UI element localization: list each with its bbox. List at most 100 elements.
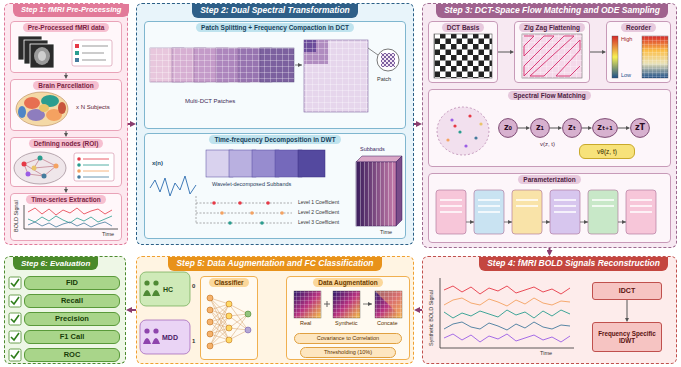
neural-network-icon bbox=[210, 298, 248, 346]
coefficient-tree bbox=[260, 221, 264, 225]
neural-network-icon bbox=[207, 319, 213, 325]
panel-background bbox=[4, 3, 677, 364]
connectivity-matrix bbox=[294, 291, 402, 318]
panel-heading: Step 3: DCT-Space Flow Matching and ODE … bbox=[436, 4, 668, 18]
metric-bar: FID bbox=[24, 276, 120, 290]
node-label: Thresholding (10%) bbox=[321, 349, 375, 355]
node-label: zₜ₊₁ bbox=[597, 123, 612, 132]
flow-arrow bbox=[498, 52, 513, 53]
annotation-label: Level 1 Coefficient bbox=[298, 200, 339, 206]
node-label: Frequency Specific IDWT bbox=[595, 330, 659, 344]
subband-time-block bbox=[356, 156, 402, 162]
node-label: F1 Call bbox=[57, 333, 88, 342]
circle-outline bbox=[531, 119, 550, 138]
annotation-label: Multi-DCT Patches bbox=[185, 98, 235, 105]
zigzag-scan bbox=[522, 34, 582, 78]
panel-heading: Step 5: Data Augmentation and FC Classif… bbox=[168, 257, 381, 271]
reorder-colorbar bbox=[612, 36, 618, 78]
checkbox-icon bbox=[11, 279, 19, 286]
subpanel-background bbox=[144, 21, 406, 129]
subject-group-icon bbox=[153, 280, 158, 285]
noise-distribution bbox=[453, 124, 456, 127]
dct-coefficient-grid bbox=[304, 40, 399, 112]
fmri-volume-stack bbox=[75, 51, 79, 55]
flow-arrow bbox=[414, 123, 420, 125]
coefficient-tree bbox=[250, 211, 254, 215]
dct-patch-stack bbox=[295, 65, 302, 66]
stage-box: Pre-Processed fMRI data bbox=[10, 21, 122, 73]
step-panel: Step 4: fMRI BOLD Signals Reconstruction… bbox=[422, 256, 677, 364]
neural-network-icon bbox=[207, 295, 213, 301]
zigzag-scan bbox=[522, 34, 582, 78]
roi-network bbox=[83, 171, 109, 172]
annotation-label: Time bbox=[102, 231, 114, 237]
latent-state-circle: z₀ bbox=[498, 118, 518, 138]
coefficient-tree bbox=[228, 221, 232, 225]
neural-network-icon bbox=[207, 295, 251, 349]
synthetic-signal-plot bbox=[444, 298, 570, 306]
annotation-label: Level 3 Coefficient bbox=[298, 220, 339, 226]
coefficient-tree bbox=[196, 196, 292, 225]
panel-background bbox=[4, 256, 126, 364]
connectivity-matrix bbox=[363, 304, 372, 305]
neural-network-icon bbox=[245, 327, 251, 333]
fmri-volume-stack bbox=[82, 60, 106, 61]
annotation-label: Low bbox=[621, 72, 631, 78]
network-blocks bbox=[580, 222, 588, 223]
stage-box: Zig Zag Flattening bbox=[514, 21, 590, 83]
brain-parcellation bbox=[18, 106, 26, 118]
subband-time-block bbox=[396, 156, 402, 226]
roi-network bbox=[14, 152, 114, 184]
checkbox-icon bbox=[11, 297, 19, 304]
box-heading: Zig Zag Flattening bbox=[519, 23, 585, 32]
subject-group-icon bbox=[152, 290, 160, 296]
flow-arrow bbox=[618, 128, 629, 129]
brain-parcellation bbox=[24, 97, 40, 109]
network-blocks bbox=[588, 190, 618, 234]
synthetic-signal-plot bbox=[440, 278, 574, 348]
noise-distribution bbox=[437, 107, 489, 155]
stage-box: Spectral Flow Matchingz₀z₁zₜzₜ₊₁zTvθ(z, … bbox=[428, 89, 671, 167]
subject-group-icon bbox=[152, 338, 160, 344]
roi-network bbox=[83, 165, 109, 166]
roi-network bbox=[32, 166, 37, 171]
fmri-volume-stack bbox=[30, 44, 54, 68]
bold-timeseries-plot bbox=[28, 222, 112, 227]
connectivity-matrix bbox=[375, 291, 402, 318]
node-label: zₜ bbox=[568, 123, 576, 132]
zigzag-scan bbox=[524, 36, 580, 76]
stage-box: DCT Basis bbox=[428, 21, 498, 83]
network-blocks bbox=[618, 222, 626, 223]
roi-network bbox=[83, 177, 109, 178]
annotation-label: Time bbox=[540, 350, 552, 356]
subject-group-icon bbox=[140, 272, 190, 354]
network-blocks bbox=[512, 190, 542, 234]
synthetic-signal-plot bbox=[444, 334, 570, 342]
metric-bar: ROC bbox=[24, 348, 120, 362]
input-signal bbox=[150, 176, 196, 196]
synthetic-signal-plot bbox=[444, 286, 570, 294]
connectivity-matrix bbox=[294, 291, 321, 318]
annotation-label: 0 bbox=[192, 283, 195, 290]
annotation-label: Time bbox=[380, 229, 392, 235]
fmri-volume-stack bbox=[75, 58, 79, 62]
noise-distribution bbox=[479, 122, 482, 125]
roi-network bbox=[77, 175, 81, 179]
stage-box: Defining nodes (ROI) bbox=[10, 137, 122, 187]
roi-network bbox=[74, 153, 114, 181]
metric-bar: Precision bbox=[24, 312, 120, 326]
noise-distribution bbox=[437, 107, 489, 155]
connectivity-matrix bbox=[333, 291, 360, 318]
fmri-volume-stack bbox=[72, 40, 112, 66]
box-heading: Brain Parcellation bbox=[33, 81, 98, 90]
panel-heading: Step 4: fMRI BOLD Signals Reconstruction bbox=[479, 257, 668, 271]
wavelet-subbands bbox=[206, 150, 325, 177]
box-heading: Reorder bbox=[621, 23, 656, 32]
node-label: Covariance to Correlation bbox=[314, 335, 382, 341]
network-blocks bbox=[440, 200, 652, 212]
flow-arrow bbox=[590, 52, 605, 53]
flow-arrow bbox=[582, 128, 591, 129]
roi-network bbox=[42, 174, 47, 179]
subject-group-icon bbox=[144, 328, 149, 333]
metric-bar: F1 Call bbox=[24, 330, 120, 344]
